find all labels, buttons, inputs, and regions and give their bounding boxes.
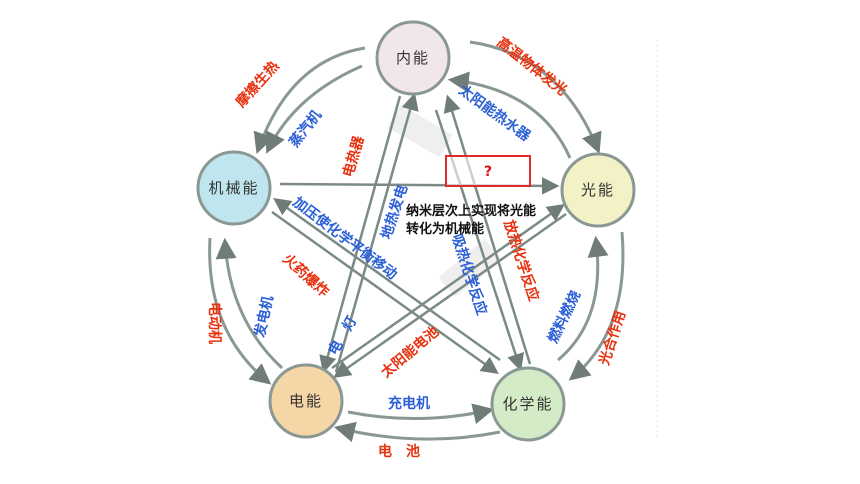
label-charger: 充电机 xyxy=(388,395,430,412)
label-friction: 摩擦生热 xyxy=(232,58,282,111)
note-line-2: 转化为机械能 xyxy=(406,221,484,237)
node-chemical-energy: 化学能 xyxy=(490,366,566,442)
node-mechanical-label: 机械能 xyxy=(208,179,259,197)
label-electric-heater: 电热器 xyxy=(340,133,368,179)
arrow-internal-to-electric xyxy=(319,95,402,374)
arrow-internal-to-mechanical xyxy=(265,64,363,154)
label-solar-cell: 太阳能电池 xyxy=(378,323,443,381)
question-mark: ? xyxy=(484,164,492,180)
label-explosive: 火药爆炸 xyxy=(279,250,332,300)
arrow-chemical-to-light xyxy=(557,235,609,362)
node-internal-label: 内能 xyxy=(396,49,430,67)
node-light-energy: 光能 xyxy=(560,152,636,228)
arrow-electric-to-mechanical xyxy=(215,237,284,370)
label-photosynthesis: 光合作用 xyxy=(595,309,629,368)
arrow-chemical-to-mechanical xyxy=(273,197,501,362)
arrow-chemical-to-internal xyxy=(443,94,532,365)
bg-patch xyxy=(387,104,453,158)
label-high-temp-glow: 高温物体发光 xyxy=(494,34,571,99)
arrow-light-to-chemical xyxy=(568,231,625,381)
label-motor: 电动机 xyxy=(206,302,223,344)
question-box xyxy=(445,155,531,187)
arrow-internal-to-chemical xyxy=(434,109,524,372)
arrow-electric-to-internal xyxy=(334,92,419,373)
arrow-internal-to-light xyxy=(469,40,602,154)
node-light-label: 光能 xyxy=(581,181,615,199)
node-chemical-label: 化学能 xyxy=(502,395,553,413)
arrow-light-to-electric xyxy=(333,212,567,379)
label-generator: 发电机 xyxy=(251,294,277,340)
node-internal-energy: 内能 xyxy=(375,20,451,96)
node-electric-energy: 电能 xyxy=(268,363,344,439)
node-mechanical-energy: 机械能 xyxy=(196,150,272,226)
arrow-light-to-internal xyxy=(447,71,572,159)
arrow-mechanical-to-electric xyxy=(208,237,272,385)
arrow-chemical-to-electric xyxy=(333,421,501,443)
arrow-electric-to-chemical xyxy=(347,403,495,424)
arrow-electric-to-light xyxy=(331,203,565,370)
arrow-mechanical-to-chemical xyxy=(271,210,499,375)
node-electric-label: 电能 xyxy=(289,392,323,410)
label-battery: 电 池 xyxy=(378,443,420,460)
note-line-1: 纳米层次上实现将光能 xyxy=(406,203,536,219)
